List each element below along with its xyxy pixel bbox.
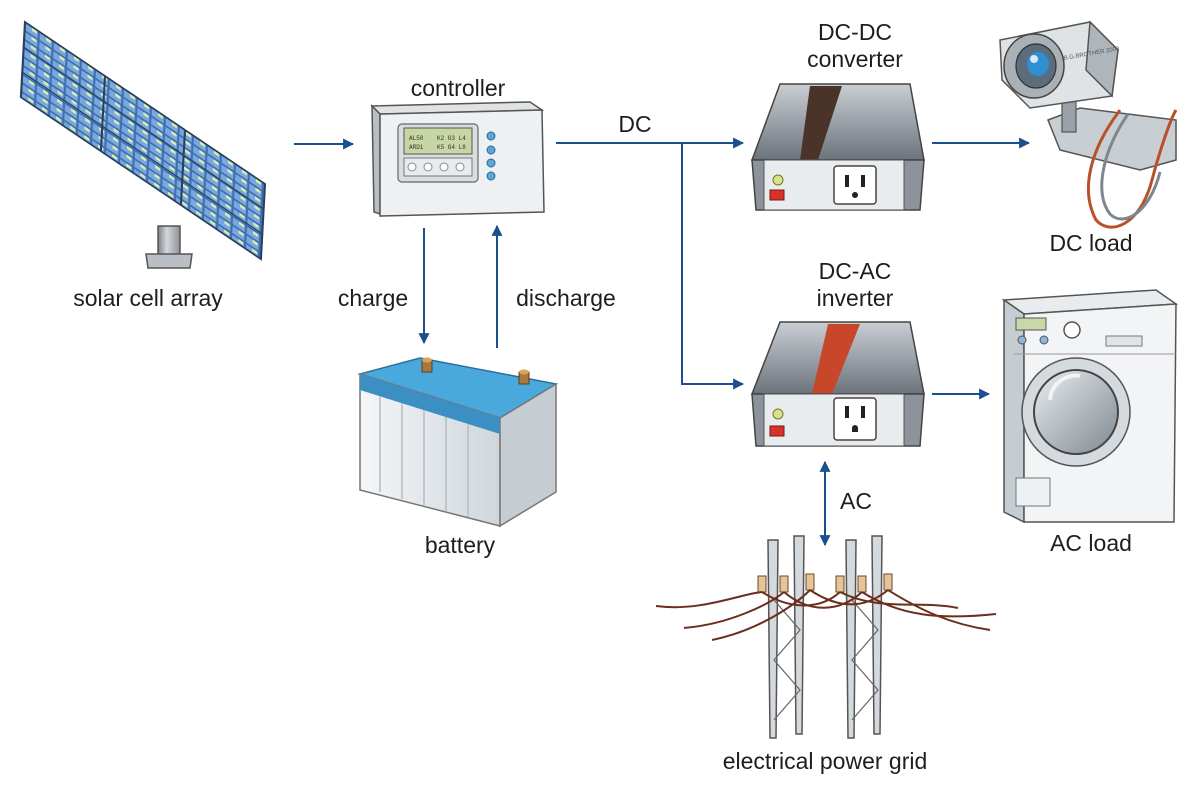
label-discharge: discharge bbox=[516, 285, 616, 311]
controller-buttons bbox=[486, 131, 496, 181]
label-ac: AC bbox=[840, 488, 872, 514]
label-dc-dc-line1: DC-DC bbox=[817, 19, 893, 45]
solar-panel-icon bbox=[19, 20, 267, 269]
label-dc-load: DC load bbox=[1049, 230, 1133, 256]
dc-dc-converter-icon bbox=[750, 83, 925, 211]
label-dc-ac-line2: inverter bbox=[816, 285, 894, 311]
dc-ac-inverter-icon bbox=[750, 321, 925, 447]
label-solar-cell-array: solar cell array bbox=[73, 285, 223, 311]
label-dc-ac-inverter: DC-AC inverter bbox=[790, 258, 920, 312]
screen-row2-left: ARD1 bbox=[409, 144, 424, 151]
label-dc-dc-line2: converter bbox=[807, 46, 903, 72]
flow-connectors bbox=[294, 137, 1031, 547]
label-charge: charge bbox=[337, 285, 409, 311]
label-battery: battery bbox=[424, 532, 496, 558]
controller-icon bbox=[370, 101, 545, 217]
label-controller: controller bbox=[410, 75, 506, 101]
label-dc-dc-converter: DC-DC converter bbox=[790, 19, 920, 73]
label-dc-ac-line1: DC-AC bbox=[818, 258, 892, 284]
label-dc: DC bbox=[618, 111, 652, 137]
battery-icon bbox=[357, 357, 559, 528]
cctv-camera-icon bbox=[999, 20, 1178, 229]
label-ac-load: AC load bbox=[1050, 530, 1132, 556]
washing-machine-icon bbox=[1001, 289, 1179, 524]
power-grid-towers-icon bbox=[655, 535, 997, 739]
label-electrical-power-grid: electrical power grid bbox=[722, 748, 928, 774]
screen-row1-left: AL50 bbox=[409, 135, 424, 142]
arrow-to-dcac bbox=[681, 143, 745, 390]
screen-row1-right: K2 G3 L4 bbox=[437, 135, 466, 142]
screen-row2-right: K5 G4 L8 bbox=[437, 144, 466, 151]
